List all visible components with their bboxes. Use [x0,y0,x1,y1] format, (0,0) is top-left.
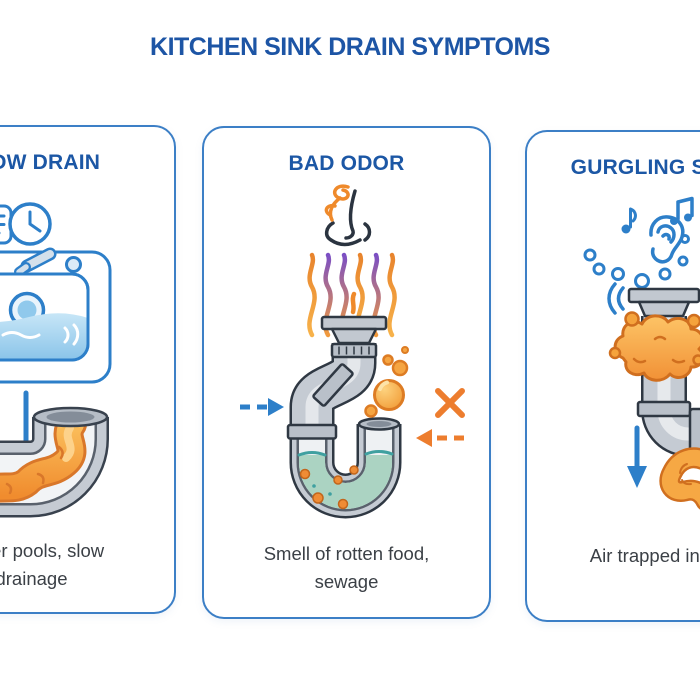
pipe-flange [320,315,388,331]
clock-icon [8,202,52,246]
inflow-arrow-icon [240,398,284,416]
clogged-pipe-icon [627,287,700,461]
card-bad-odor-header: BAD ODOR [288,152,405,175]
pipe-coupling [636,400,692,418]
threaded-coupling [330,342,378,359]
nose-icon [324,189,372,247]
trap-water [299,455,392,509]
bad-odor-illustration [240,184,465,519]
sound-waves-icon [607,282,625,315]
gas-bubbles-icon [364,346,409,418]
smell-swirl-icon [324,184,350,222]
grease-blob-icon [608,311,700,382]
card-gurgling-sound-caption: Air trapped in pipes [589,545,700,566]
air-bubbles-icon [583,234,690,289]
filled-sink-icon [0,247,112,384]
pooled-water [0,313,88,360]
gurgling-sound-illustration [583,196,700,510]
card-gurgling-sound-header: GURGLING SOUND [570,156,700,179]
arm-coupling [286,423,338,440]
angled-coupling [312,363,354,407]
card-bad-odor: BAD ODOR [202,126,491,619]
pipe-flange [627,287,700,304]
backflow-arrow-icon [416,429,464,447]
music-notes-icon [621,196,694,234]
food-particles [299,465,359,510]
card-slow-drain-header: SLOW DRAIN [0,151,101,174]
ear-icon [649,215,685,264]
slow-drain-illustration [0,202,112,518]
p-trap-pipe-icon [286,315,402,519]
card-gurgling-sound: GURGLING SOUND [525,130,700,622]
blocked-x-icon [435,388,465,418]
down-arrow-icon [627,425,647,488]
page-title: KITCHEN SINK DRAIN SYMPTOMS [150,33,550,61]
card-slow-drain-caption: Water pools, slow drainage [0,540,105,589]
card-bad-odor-caption: Smell of rotten food, sewage [263,543,430,592]
card-slow-drain: SLOW DRAIN [0,125,176,614]
sink-knob [65,256,82,273]
grease-leak-icon [659,447,700,510]
clogged-trap-pipe-icon [0,406,109,518]
